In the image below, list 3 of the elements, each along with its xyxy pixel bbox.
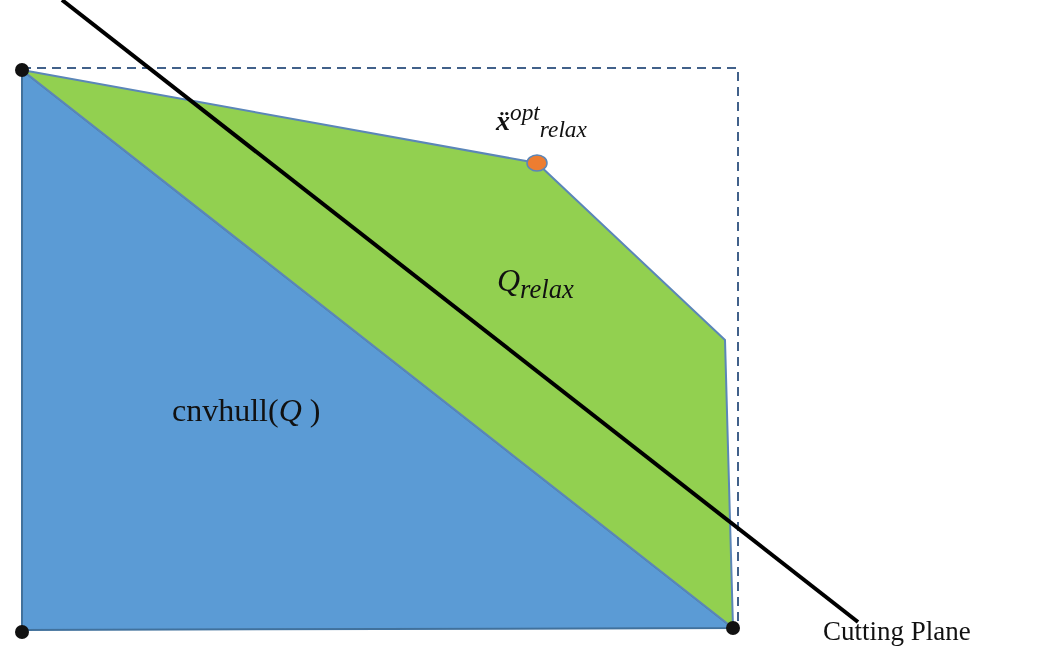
region-label: Q$_{relax}$ [497, 262, 574, 306]
line-label: Cutting Plane [823, 616, 971, 647]
region-label: cnvhull(Q ) [172, 392, 321, 429]
